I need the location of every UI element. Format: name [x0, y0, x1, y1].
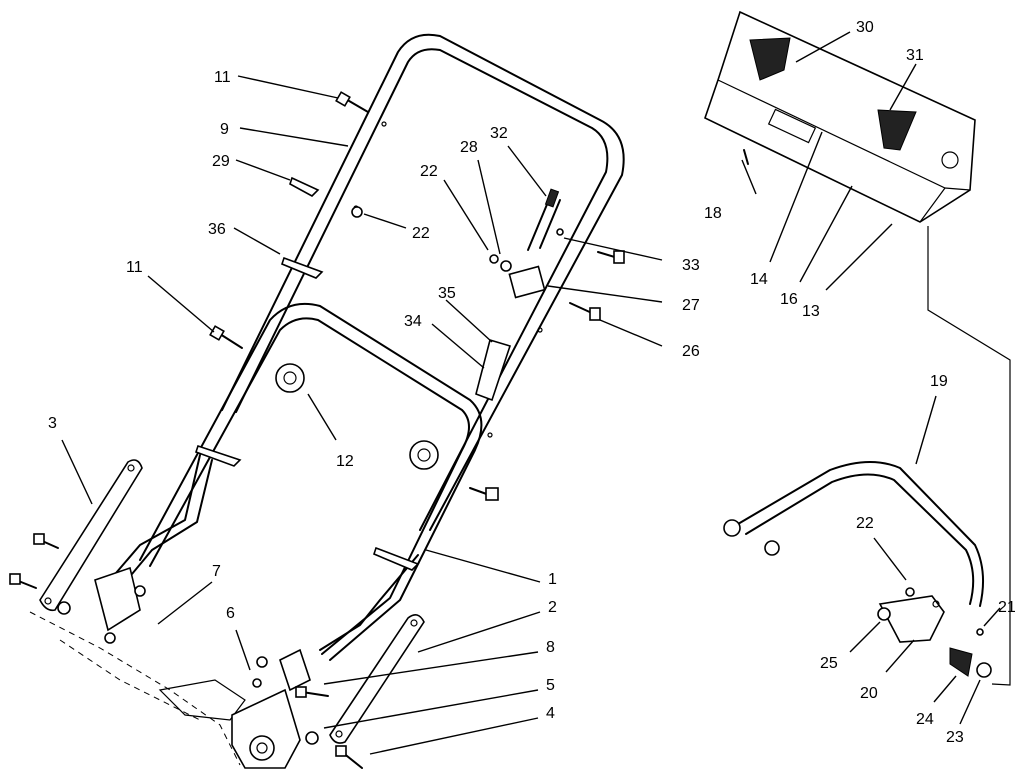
callout-7: 7 — [212, 563, 221, 580]
leader-lines — [61, 31, 1001, 755]
callout-22-handle: 22 — [412, 225, 430, 242]
callout-27: 27 — [682, 297, 700, 314]
callout-16: 16 — [780, 291, 798, 308]
mower-deck — [29, 566, 301, 769]
cable-routing — [927, 226, 1011, 686]
callout-14: 14 — [750, 271, 768, 288]
callout-26: 26 — [682, 343, 700, 360]
lower-handle — [109, 302, 483, 661]
knob-12-lower — [409, 440, 439, 470]
callout-13: 13 — [802, 303, 820, 320]
brackets — [39, 459, 425, 744]
callout-30: 30 — [856, 19, 874, 36]
knob-12-upper — [275, 363, 305, 393]
callout-29: 29 — [212, 153, 230, 170]
callout-24: 24 — [916, 711, 934, 728]
callout-35: 35 — [438, 285, 456, 302]
callout-22-switch: 22 — [420, 163, 438, 180]
callout-21: 21 — [998, 599, 1016, 616]
callout-28: 28 — [460, 139, 478, 156]
callout-36: 36 — [208, 221, 226, 238]
callout-19: 19 — [930, 373, 948, 390]
callout-4: 4 — [546, 705, 555, 722]
callout-2: 2 — [548, 599, 557, 616]
callout-6: 6 — [226, 605, 235, 622]
callout-23: 23 — [946, 729, 964, 746]
callout-22-bail: 22 — [856, 515, 874, 532]
callout-8: 8 — [546, 639, 555, 656]
callout-11-lower: 11 — [126, 259, 143, 276]
hardware — [9, 91, 625, 769]
callout-32: 32 — [490, 125, 508, 142]
callout-33: 33 — [682, 257, 700, 274]
callout-34: 34 — [404, 313, 422, 330]
callout-25: 25 — [820, 655, 838, 672]
callout-18: 18 — [704, 205, 722, 222]
bail-assembly — [723, 460, 992, 678]
callout-11-upper: 11 — [214, 69, 231, 86]
callout-20: 20 — [860, 685, 878, 702]
control-panel — [704, 10, 976, 223]
callout-31: 31 — [906, 47, 924, 64]
callout-12: 12 — [336, 453, 354, 470]
callout-5: 5 — [546, 677, 555, 694]
callout-1: 1 — [548, 571, 557, 588]
callout-labels: 1 2 3 4 5 6 7 8 9 11 11 12 13 14 16 18 1… — [48, 19, 1016, 746]
callout-9: 9 — [220, 121, 229, 138]
callout-3: 3 — [48, 415, 57, 432]
